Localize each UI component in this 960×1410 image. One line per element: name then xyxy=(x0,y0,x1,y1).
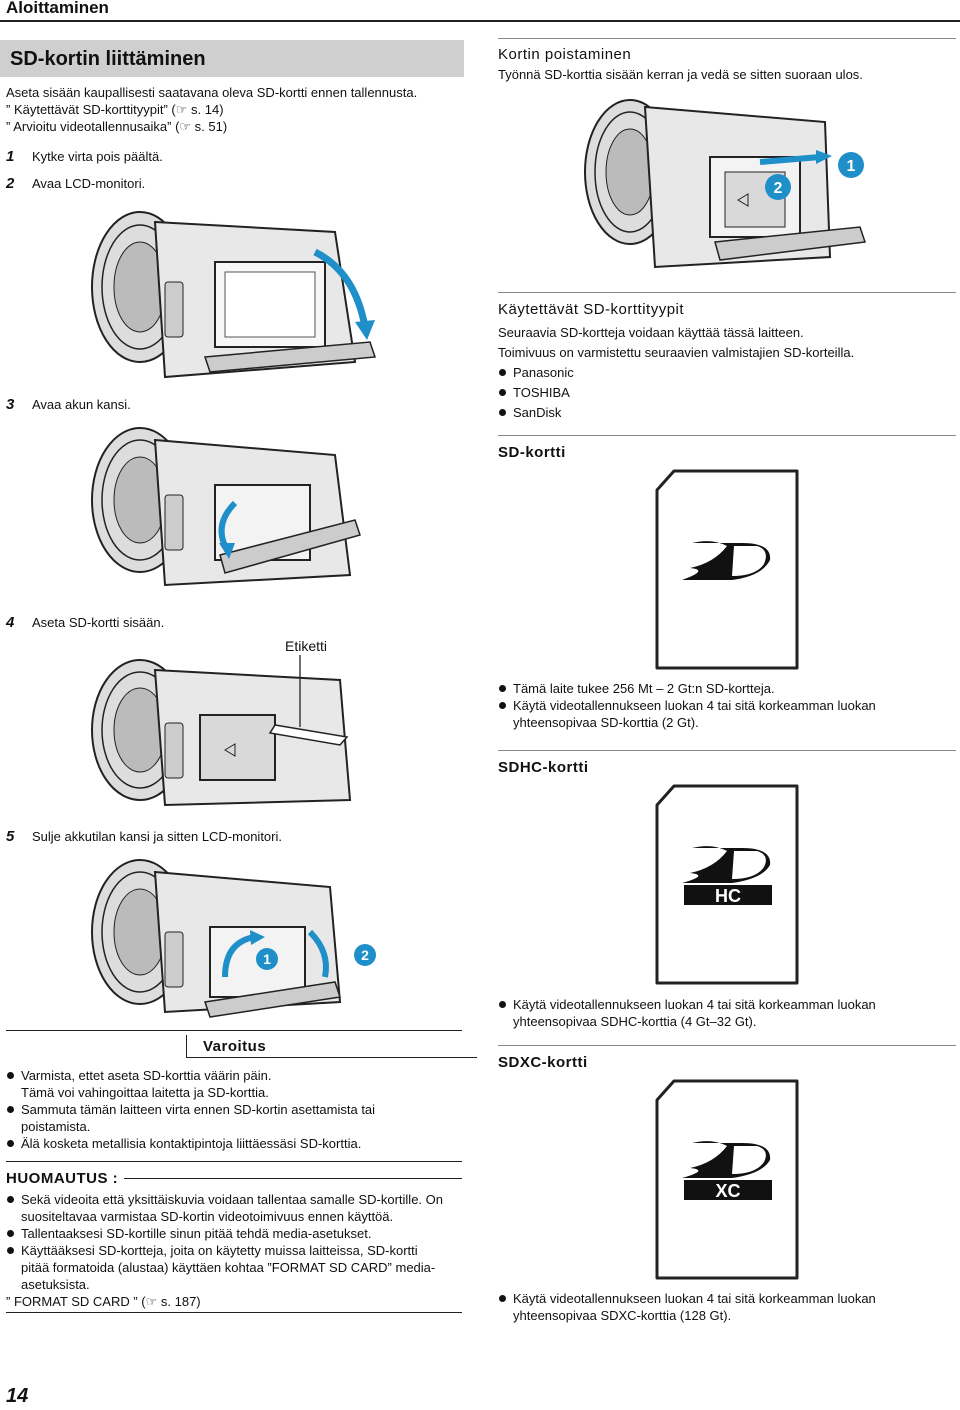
callout-1: 1 xyxy=(263,951,271,967)
note-item: Tallentaaksesi SD-kortille sinun pitää t… xyxy=(6,1225,462,1242)
step-5: 5 Sulje akkutilan kansi ja sitten LCD-mo… xyxy=(6,828,282,845)
chapter-header: Aloittaminen xyxy=(0,0,960,22)
caution-item: Varmista, ettet aseta SD-korttia väärin … xyxy=(6,1067,462,1084)
caution-item: Älä kosketa metallisia kontaktipintoja l… xyxy=(6,1135,462,1152)
camera-remove-card-illustration: 1 2 xyxy=(584,99,867,269)
step-number: 4 xyxy=(6,614,15,631)
sdxc-title: SDXC-kortti xyxy=(498,1054,588,1071)
step-text: Sulje akkutilan kansi ja sitten LCD-moni… xyxy=(32,829,282,844)
link-recording-time[interactable]: ” Arvioitu videotallennusaika” (☞ s. 51) xyxy=(6,119,228,134)
camera-insert-card-illustration xyxy=(91,655,352,807)
intro-line: Aseta sisään kaupallisesti saatavana ole… xyxy=(6,85,418,100)
card-types-section: Käytettävät SD-korttityypit Seuraavia SD… xyxy=(498,292,956,421)
camera-close-covers-illustration: 1 2 xyxy=(91,859,376,1018)
sd-note: Tämä laite tukee 256 Mt – 2 Gt:n SD-kort… xyxy=(498,680,956,697)
chapter-title: Aloittaminen xyxy=(6,0,109,17)
sdhc-section: SDHC-kortti xyxy=(498,750,956,776)
caution-title: Varoitus xyxy=(203,1038,267,1055)
link-card-types[interactable]: ” Käytettävät SD-korttityypit” (☞ s. 14) xyxy=(6,102,224,117)
caution-header: Varoitus xyxy=(186,1035,477,1058)
step-2: 2 Avaa LCD-monitori. xyxy=(6,175,145,192)
page-number: 14 xyxy=(6,1385,29,1407)
card-types-line1: Seuraavia SD-kortteja voidaan käyttää tä… xyxy=(498,325,804,340)
brand-item: TOSHIBA xyxy=(498,384,956,401)
sdxc-card-icon: XC xyxy=(655,1079,799,1280)
note-item-cont: asetuksista. xyxy=(21,1277,90,1292)
callout-1: 1 xyxy=(847,158,856,175)
camera-battery-cover-illustration xyxy=(91,427,361,587)
sd-note: Käytä videotallennukseen luokan 4 tai si… xyxy=(498,697,956,714)
removal-text: Työnnä SD-korttia sisään kerran ja vedä … xyxy=(498,67,863,82)
step-number: 2 xyxy=(6,175,15,192)
sdhc-card-icon: HC xyxy=(655,784,799,985)
note-item-cont: suositeltavaa varmistaa SD-kortin videot… xyxy=(21,1209,394,1224)
callout-2: 2 xyxy=(361,947,369,963)
intro-text: Aseta sisään kaupallisesti saatavana ole… xyxy=(6,84,466,135)
step-number: 3 xyxy=(6,396,15,413)
brand-list: Panasonic TOSHIBA SanDisk xyxy=(498,364,956,421)
hc-logo-text: HC xyxy=(715,886,741,906)
removal-section: Kortin poistaminen Työnnä SD-korttia sis… xyxy=(498,38,956,83)
note-list: Sekä videoita että yksittäiskuvia voidaa… xyxy=(6,1191,462,1310)
step-1: 1 Kytke virta pois päältä. xyxy=(6,148,163,165)
label-etiketti: Etiketti xyxy=(285,638,328,654)
caution-list: Varmista, ettet aseta SD-korttia väärin … xyxy=(6,1067,462,1152)
sdxc-note: Käytä videotallennukseen luokan 4 tai si… xyxy=(498,1290,956,1307)
caution-item-cont: Tämä voi vahingoittaa laitetta ja SD-kor… xyxy=(21,1085,269,1100)
sdxc-section: SDXC-kortti xyxy=(498,1045,956,1071)
removal-title: Kortin poistaminen xyxy=(498,46,632,63)
sdhc-title: SDHC-kortti xyxy=(498,759,589,776)
xc-logo-text: XC xyxy=(715,1181,740,1201)
step-text: Kytke virta pois päältä. xyxy=(32,149,163,164)
caution-box: Varoitus Varmista, ettet aseta SD-kortti… xyxy=(6,1030,477,1162)
link-format-sd[interactable]: ” FORMAT SD CARD ” (☞ s. 187) xyxy=(6,1294,201,1309)
sd-title: SD-kortti xyxy=(498,444,566,461)
note-title: HUOMAUTUS : xyxy=(6,1170,119,1187)
note-item: Käyttääksesi SD-kortteja, joita on käyte… xyxy=(6,1242,462,1259)
brand-item: SanDisk xyxy=(498,404,956,421)
callout-2: 2 xyxy=(774,180,783,197)
sd-section: SD-kortti xyxy=(498,435,956,461)
brand-item: Panasonic xyxy=(498,364,956,381)
sdxc-notes: Käytä videotallennukseen luokan 4 tai si… xyxy=(498,1290,956,1324)
step-text: Avaa LCD-monitori. xyxy=(32,176,146,191)
camera-lcd-open-illustration xyxy=(91,211,377,379)
step-number: 5 xyxy=(6,828,15,845)
sdhc-note-cont: yhteensopivaa SDHC-korttia (4 Gt–32 Gt). xyxy=(513,1014,757,1029)
sd-notes: Tämä laite tukee 256 Mt – 2 Gt:n SD-kort… xyxy=(498,680,956,731)
section-title-bar: SD-kortin liittäminen xyxy=(0,40,464,77)
caution-item-cont: poistamista. xyxy=(21,1119,91,1134)
step-text: Aseta SD-kortti sisään. xyxy=(32,615,165,630)
sd-note-cont: yhteensopivaa SD-korttia (2 Gt). xyxy=(513,715,699,730)
step-text: Avaa akun kansi. xyxy=(32,397,131,412)
note-section: HUOMAUTUS : Sekä videoita että yksittäis… xyxy=(6,1170,462,1313)
step-4: 4 Aseta SD-kortti sisään. xyxy=(6,614,164,631)
step-3: 3 Avaa akun kansi. xyxy=(6,396,131,413)
sdxc-note-cont: yhteensopivaa SDXC-korttia (128 Gt). xyxy=(513,1308,732,1323)
step-number: 1 xyxy=(6,148,15,165)
note-item-cont: pitää formatoida (alustaa) käyttäen koht… xyxy=(21,1260,436,1275)
caution-item: Sammuta tämän laitteen virta ennen SD-ko… xyxy=(6,1101,462,1118)
sdhc-notes: Käytä videotallennukseen luokan 4 tai si… xyxy=(498,996,956,1030)
sdhc-note: Käytä videotallennukseen luokan 4 tai si… xyxy=(498,996,956,1013)
note-item: Sekä videoita että yksittäiskuvia voidaa… xyxy=(6,1191,462,1208)
sd-card-icon xyxy=(655,469,799,670)
card-types-line2: Toimivuus on varmistettu seuraavien valm… xyxy=(498,345,855,360)
section-title: SD-kortin liittäminen xyxy=(10,48,206,70)
card-types-title: Käytettävät SD-korttityypit xyxy=(498,301,685,318)
